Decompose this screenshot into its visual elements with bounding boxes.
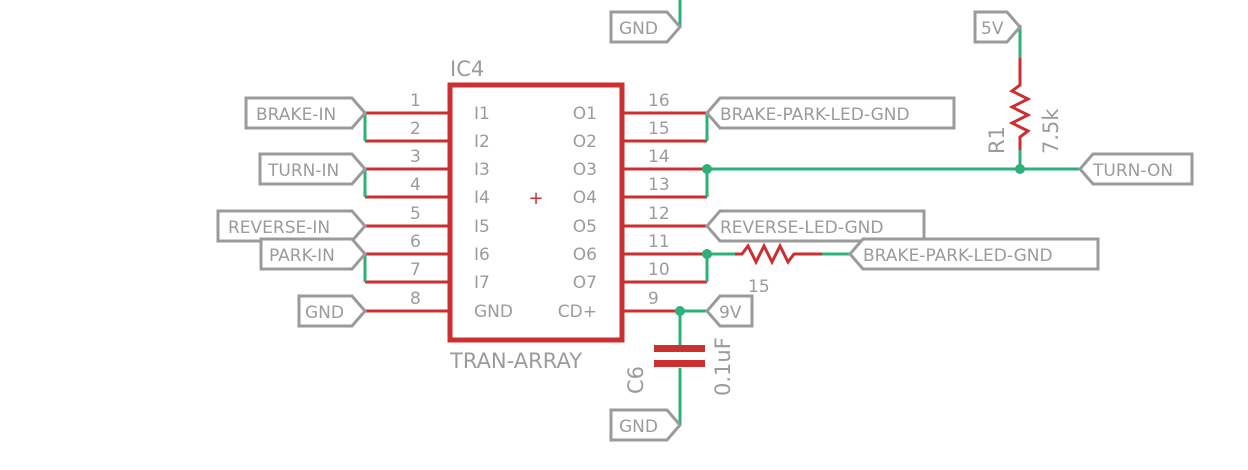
capacitor-c6-value: 0.1uF (711, 337, 735, 396)
pin-number: 16 (648, 91, 670, 111)
capacitor-c6-name: C6 (624, 366, 648, 394)
port-brake-park-led-gnd-2[interactable]: BRAKE-PARK-LED-GND (848, 237, 1100, 271)
port-brake-park-led-gnd-1[interactable]: BRAKE-PARK-LED-GND (705, 96, 956, 130)
pin-number: 11 (648, 232, 670, 252)
port-label: GND (619, 417, 658, 437)
ic4-name: IC4 (450, 57, 484, 81)
junction-dot (702, 164, 712, 174)
resistor-r1-value: 7.5k (1039, 108, 1063, 154)
pin-name: I6 (474, 245, 490, 265)
pin-name: O4 (573, 188, 597, 208)
port-label: GND (619, 19, 658, 39)
pin-number: 2 (410, 119, 421, 139)
ic4-value: TRAN-ARRAY (449, 349, 582, 373)
pin-number: 15 (648, 119, 670, 139)
ic4-body (447, 82, 625, 343)
pin-name: I1 (474, 104, 490, 124)
pin-number: 3 (410, 147, 421, 167)
port-label: 5V (981, 19, 1004, 39)
pin-number: 8 (410, 289, 421, 309)
pin-number: 7 (410, 260, 421, 280)
port-label: TURN-ON (1092, 161, 1173, 181)
ic4-left-pin-stubs (365, 111, 450, 313)
pin-name: I5 (474, 217, 490, 237)
port-label: GND (305, 303, 344, 323)
ic4-right-pin-stubs (622, 111, 707, 313)
junction-dot (675, 306, 685, 316)
pin-name: GND (474, 302, 513, 322)
pin-name: CD+ (558, 302, 597, 322)
resistor-15[interactable]: 15 (735, 242, 822, 297)
pin-name: O3 (573, 160, 597, 180)
port-label: TURN-IN (267, 161, 339, 181)
resistor-r1-name: R1 (985, 126, 1009, 154)
port-9v[interactable]: 9V (705, 294, 754, 328)
ic4-origin-mark: + (528, 188, 543, 209)
junction-dot (702, 249, 712, 259)
port-label: PARK-IN (269, 246, 335, 266)
pin-name: I2 (474, 132, 490, 152)
port-brake-in[interactable]: BRAKE-IN (244, 96, 367, 130)
pin-name: O6 (573, 245, 597, 265)
pin-name: O1 (573, 104, 597, 124)
pin-number: 9 (648, 289, 659, 309)
pin-name: I3 (474, 160, 490, 180)
pin-number: 6 (410, 232, 421, 252)
port-gnd-bottom[interactable]: GND (609, 408, 682, 442)
capacitor-c6[interactable]: C6 0.1uF (624, 337, 735, 396)
port-label: REVERSE-IN (228, 218, 330, 238)
pin-number: 10 (648, 260, 670, 280)
resistor-r1[interactable]: R1 7.5k (985, 58, 1063, 154)
port-label: BRAKE-PARK-LED-GND (720, 105, 910, 125)
port-reverse-led-gnd[interactable]: REVERSE-LED-GND (705, 209, 926, 243)
capacitor-c6-plate-top (654, 345, 705, 352)
port-turn-in[interactable]: TURN-IN (258, 152, 367, 186)
pin-number: 4 (410, 175, 421, 195)
pin-name: I4 (474, 188, 490, 208)
port-5v[interactable]: 5V (973, 10, 1022, 44)
port-gnd-top[interactable]: GND (609, 10, 682, 44)
port-label: BRAKE-PARK-LED-GND (863, 246, 1053, 266)
pin-name: O5 (573, 217, 597, 237)
resistor-r1-zigzag (1008, 58, 1032, 150)
port-park-in[interactable]: PARK-IN (259, 237, 367, 271)
port-turn-on[interactable]: TURN-ON (1078, 152, 1194, 186)
port-gnd-left[interactable]: GND (297, 294, 367, 328)
port-label: BRAKE-IN (256, 105, 336, 125)
ic4-symbol[interactable]: IC4 TRAN-ARRAY + 1 2 3 4 (365, 57, 707, 373)
port-reverse-in[interactable]: REVERSE-IN (216, 209, 367, 243)
capacitor-c6-plate-bottom (654, 360, 705, 367)
resistor-15-zigzag (735, 242, 822, 266)
resistor-15-value: 15 (748, 277, 770, 297)
port-label: 9V (719, 303, 742, 323)
pin-number: 13 (648, 175, 670, 195)
pin-name: O7 (573, 273, 597, 293)
pin-number: 14 (648, 147, 670, 167)
port-label: REVERSE-LED-GND (720, 218, 883, 238)
pin-name: I7 (474, 273, 490, 293)
pin-number: 1 (410, 91, 421, 111)
pin-number: 5 (410, 204, 421, 224)
pin-number: 12 (648, 204, 670, 224)
junction-dot (1015, 164, 1025, 174)
pin-name: O2 (573, 132, 597, 152)
